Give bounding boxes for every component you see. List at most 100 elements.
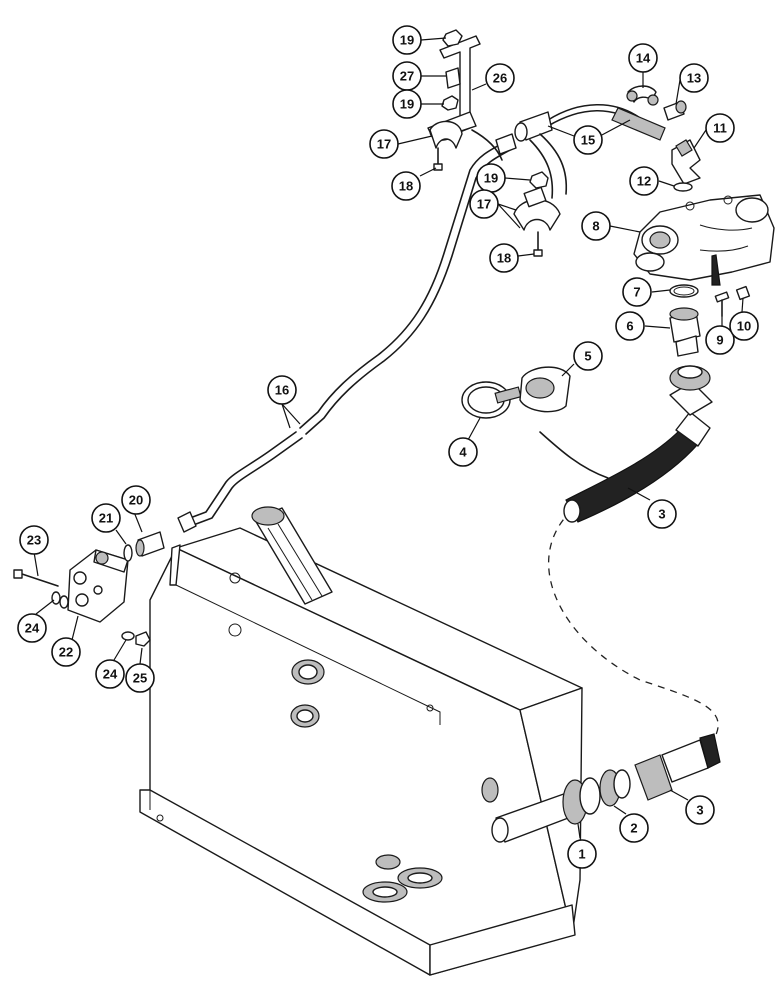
callout-17-upper: 17 bbox=[369, 129, 399, 159]
steel-tube-16 bbox=[177, 133, 517, 533]
callout-12: 12 bbox=[629, 166, 659, 196]
callout-label: 3 bbox=[696, 803, 703, 818]
callout-label: 19 bbox=[400, 97, 414, 112]
nut-19-mid bbox=[441, 95, 459, 111]
swing-arc-b bbox=[539, 133, 568, 195]
callout-27: 27 bbox=[392, 61, 422, 91]
washer-24b bbox=[121, 631, 135, 641]
fitting-1 bbox=[562, 777, 601, 825]
adapter-6 bbox=[669, 307, 701, 357]
callout-10: 10 bbox=[729, 311, 759, 341]
washer-24a bbox=[51, 591, 69, 609]
hydraulic-reservoir-tank bbox=[139, 506, 583, 976]
callout-3-upper: 3 bbox=[647, 499, 677, 529]
callout-26: 26 bbox=[485, 63, 515, 93]
callout-14: 14 bbox=[628, 43, 658, 73]
callout-label: 23 bbox=[27, 533, 41, 548]
callout-4: 4 bbox=[448, 437, 478, 467]
callout-9: 9 bbox=[705, 325, 735, 355]
callout-1: 1 bbox=[567, 839, 597, 869]
nut-19-lower bbox=[529, 171, 549, 189]
callout-3-lower: 3 bbox=[685, 795, 715, 825]
callout-label: 5 bbox=[584, 349, 591, 364]
clamp-17-lower bbox=[513, 186, 561, 231]
callout-label: 16 bbox=[275, 383, 289, 398]
suction-hose-3 bbox=[563, 365, 713, 523]
hose-motion-arc bbox=[539, 431, 609, 479]
callout-24-right: 24 bbox=[95, 659, 125, 689]
callout-label: 20 bbox=[129, 493, 143, 508]
hose-clamp-4 bbox=[461, 381, 522, 419]
fitting-13 bbox=[663, 100, 687, 121]
hose-end-3-lower bbox=[634, 733, 721, 801]
callout-2: 2 bbox=[619, 813, 649, 843]
nut-25 bbox=[135, 631, 151, 647]
callout-19-mid: 19 bbox=[392, 89, 422, 119]
callout-25: 25 bbox=[125, 663, 155, 693]
callout-18-upper: 18 bbox=[391, 171, 421, 201]
callout-8: 8 bbox=[581, 211, 611, 241]
callout-19-lower: 19 bbox=[476, 163, 506, 193]
callout-label: 13 bbox=[687, 71, 701, 86]
screw-18-lower bbox=[533, 231, 543, 257]
callout-16: 16 bbox=[267, 375, 297, 405]
swing-arc-c bbox=[471, 129, 503, 161]
screw-18-upper bbox=[433, 147, 443, 171]
callout-label: 14 bbox=[636, 51, 651, 66]
callout-label: 21 bbox=[99, 511, 113, 526]
callout-24-left: 24 bbox=[17, 613, 47, 643]
o-ring-21 bbox=[123, 544, 133, 562]
callout-21: 21 bbox=[91, 503, 121, 533]
callout-label: 17 bbox=[477, 197, 491, 212]
callout-label: 17 bbox=[377, 137, 391, 152]
valve-body-22 bbox=[67, 549, 129, 623]
callout-label: 26 bbox=[493, 71, 507, 86]
screw-9 bbox=[714, 291, 730, 317]
clamp-14 bbox=[626, 85, 659, 106]
callout-label: 22 bbox=[59, 645, 73, 660]
callout-label: 24 bbox=[103, 667, 118, 682]
callout-5: 5 bbox=[573, 341, 603, 371]
hydraulic-pump-8 bbox=[633, 194, 775, 286]
sleeve-5 bbox=[519, 366, 571, 413]
callout-label: 15 bbox=[581, 133, 595, 148]
callout-label: 6 bbox=[626, 319, 633, 334]
callout-6: 6 bbox=[615, 311, 645, 341]
callout-22: 22 bbox=[51, 637, 81, 667]
callout-label: 10 bbox=[737, 319, 751, 334]
callout-17-lower: 17 bbox=[469, 189, 499, 219]
callout-label: 8 bbox=[592, 219, 599, 234]
callout-label: 18 bbox=[399, 179, 413, 194]
callout-label: 3 bbox=[658, 507, 665, 522]
callout-label: 4 bbox=[459, 445, 467, 460]
callout-label: 1 bbox=[578, 847, 585, 862]
callout-label: 19 bbox=[484, 171, 498, 186]
hose-assembly-15 bbox=[514, 103, 666, 142]
callout-label: 25 bbox=[133, 671, 147, 686]
callout-label: 24 bbox=[25, 621, 40, 636]
spacer-27 bbox=[445, 67, 461, 89]
callout-23: 23 bbox=[19, 525, 49, 555]
tank-ports bbox=[290, 659, 499, 903]
o-ring-7 bbox=[669, 284, 699, 298]
screw-10 bbox=[735, 285, 751, 301]
callout-15: 15 bbox=[573, 125, 603, 155]
callout-20: 20 bbox=[121, 485, 151, 515]
callout-label: 18 bbox=[497, 251, 511, 266]
callout-label: 27 bbox=[400, 69, 414, 84]
filler-neck bbox=[251, 506, 333, 605]
suction-pipe bbox=[491, 789, 585, 843]
bolt-23 bbox=[13, 569, 59, 587]
callout-11: 11 bbox=[705, 113, 735, 143]
callout-label: 7 bbox=[633, 285, 640, 300]
callout-19-top: 19 bbox=[392, 25, 422, 55]
leader-lines bbox=[33, 37, 744, 839]
callout-label: 12 bbox=[637, 174, 651, 189]
callout-label: 19 bbox=[400, 33, 414, 48]
callout-18-lower: 18 bbox=[489, 243, 519, 273]
fitting-20 bbox=[135, 531, 165, 557]
fitting-2 bbox=[599, 769, 631, 807]
o-ring-12 bbox=[673, 182, 693, 192]
hose-path-dashed bbox=[547, 509, 719, 746]
